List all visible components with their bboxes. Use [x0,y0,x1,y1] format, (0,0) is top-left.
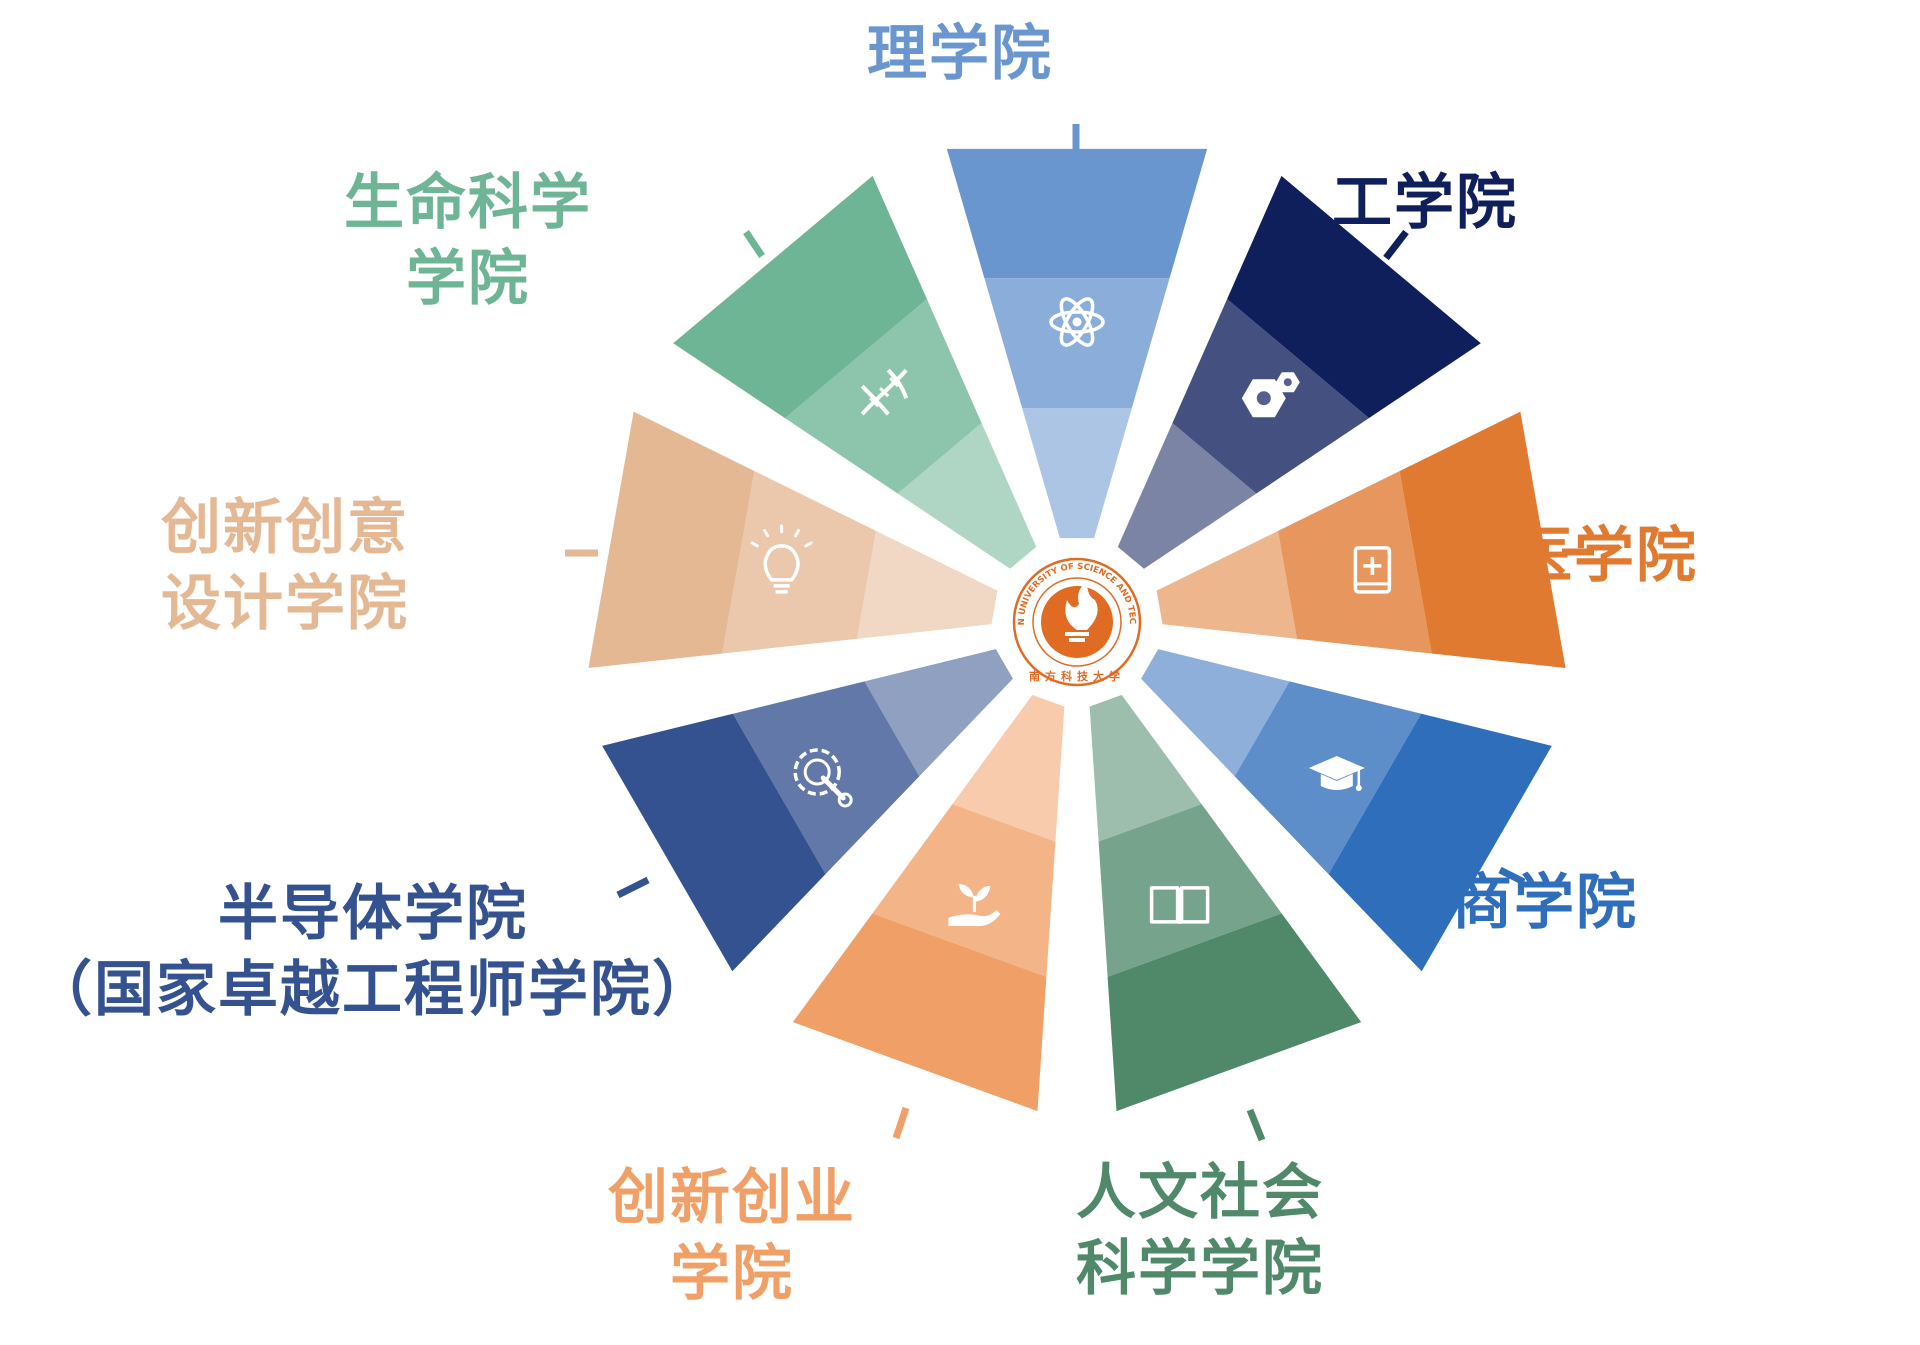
sector-band [856,641,1022,790]
sector-band [1318,696,1563,983]
sprout-hand-icon [948,883,1001,927]
college-label-semiconductor-line-2: （国家卓越工程师学院） [32,955,714,1025]
college-label-life-science-line-1: 生命科学 [344,168,592,238]
college-label-medicine-line-1: 医学院 [1512,521,1698,591]
sector-band [1088,906,1373,1121]
college-label-science-line-1: 理学院 [867,19,1053,89]
label-connector-tick [743,230,765,258]
graduation-cap-icon [1308,756,1365,791]
lightbulb-icon [750,524,813,594]
college-label-humanities: 人文社会 科学学院 [1076,1155,1324,1307]
college-label-life-science-line-2: 学院 [406,244,530,314]
college-label-semiconductor-line-1: 半导体学院 [218,879,528,949]
college-sector-semiconductor [584,634,1029,990]
college-sector-humanities [1075,679,1380,1128]
college-sector-business [1125,634,1570,990]
label-connector-tick [892,1106,910,1140]
college-label-entrepreneurship-line-1: 创新创业 [608,1163,856,1233]
college-sector-design [572,394,1013,683]
sector-band [591,696,836,983]
label-connector-tick [1498,866,1526,886]
open-book-icon [1149,886,1210,924]
label-connector-tick [616,876,650,899]
wrench-gear-icon [793,748,853,808]
college-label-life-science: 生命科学 学院 [344,165,592,317]
college-label-design-line-2: 设计学院 [161,569,409,639]
sector-band [1132,641,1298,790]
college-label-entrepreneurship-line-2: 学院 [670,1239,794,1309]
sector-band [781,906,1066,1121]
sector-band [1148,515,1300,655]
college-label-design: 创新创意 设计学院 [161,490,409,642]
college-label-engineering-line-1: 工学院 [1332,168,1518,238]
college-sector-medicine [1141,394,1582,683]
college-label-science: 理学院 [867,16,1053,92]
college-sector-life-science [654,157,1052,585]
dna-icon [860,368,909,416]
sector-band [1082,686,1217,847]
college-sector-entrepreneurship [774,679,1079,1128]
college-label-engineering: 工学院 [1332,165,1518,241]
sector-band [1211,164,1493,432]
college-label-humanities-line-1: 人文社会 [1076,1158,1324,1228]
college-label-humanities-line-2: 科学学院 [1076,1234,1324,1304]
college-sector-science [930,134,1224,553]
college-sector-engineering [1102,157,1500,585]
sector-band [963,278,1191,409]
college-label-design-line-1: 创新创意 [161,493,409,563]
logo-chinese-text: 南方科技大学 [1029,669,1125,683]
sector-band [661,164,943,432]
college-label-business: 商学院 [1452,865,1638,941]
label-connector-tick [1246,1108,1266,1142]
sector-band [1006,408,1148,546]
college-label-medicine: 医学院 [1512,518,1698,594]
college-label-semiconductor: 半导体学院 （国家卓越工程师学院） [32,876,714,1028]
atom-icon [1049,297,1105,347]
label-connector-tick [1383,229,1409,261]
gears-icon [1241,372,1300,418]
sector-band [937,141,1217,279]
college-label-entrepreneurship: 创新创业 学院 [608,1160,856,1312]
medical-book-icon [1353,546,1392,594]
sector-band [937,686,1072,847]
college-label-business-line-1: 商学院 [1452,868,1638,938]
sector-band [854,515,1006,655]
